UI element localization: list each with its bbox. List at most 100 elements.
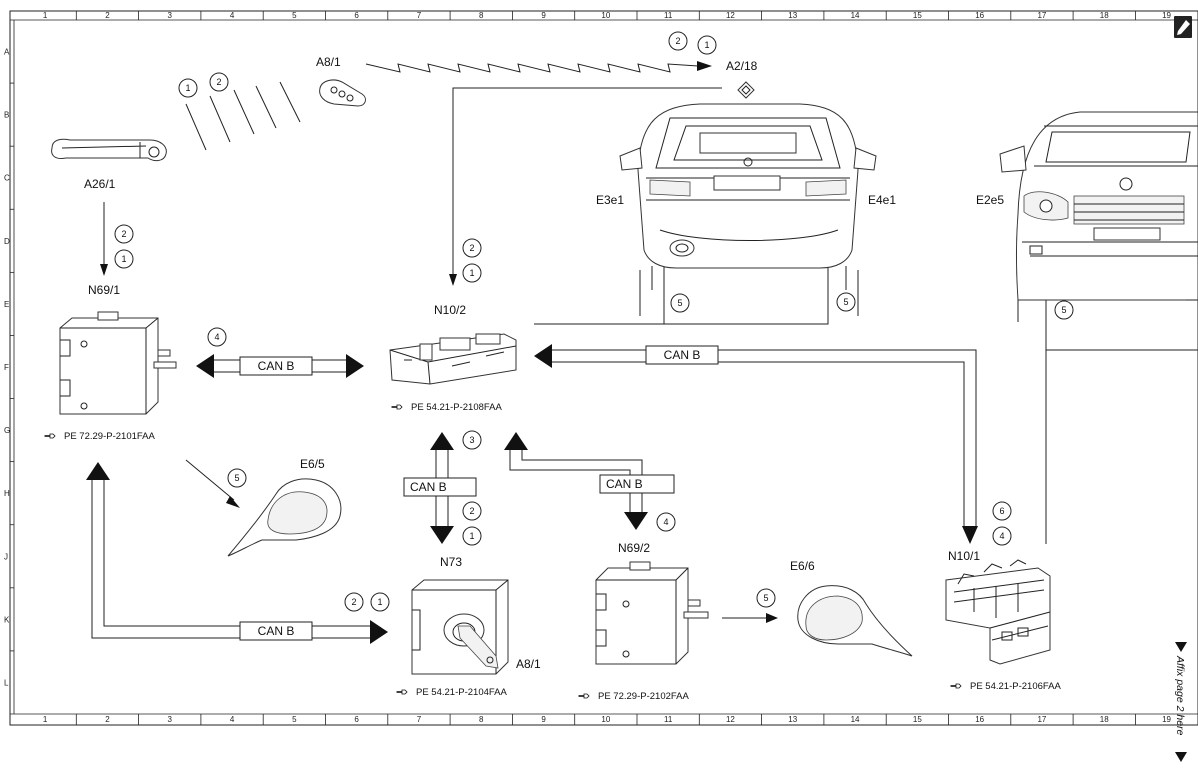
step-marker: 2 [462,238,482,258]
grid-row-label: F [4,363,9,372]
step-number: 1 [185,83,190,93]
grid-col-label: 16 [975,715,984,724]
step-number: 5 [843,297,848,307]
step-marker: 6 [992,501,1012,521]
grid-col-label: 15 [913,715,922,724]
step-number: 6 [999,506,1004,516]
grid-col-label: 9 [541,715,546,724]
grid-col-label: 13 [788,715,797,724]
grid-col-label: 10 [601,11,610,20]
grid-col-label: 11 [664,715,673,724]
grid-row-label: L [4,678,9,687]
can-bus-label-k: CAN B [258,624,295,638]
step-number: 1 [704,40,709,50]
mirror-e6-5 [227,478,342,557]
grid-row-label: H [4,489,10,498]
step-number: 5 [234,473,239,483]
grid-col-label: 12 [726,11,735,20]
grid-col-label: 6 [354,715,359,724]
step-marker: 1 [370,592,390,612]
receiver-a2-18 [737,81,755,99]
step-number: 5 [1061,305,1066,315]
grid-col-label: 13 [788,11,797,20]
grid-col-label: 14 [851,11,860,20]
step-marker: 2 [462,501,482,521]
grid-row-label: G [4,426,10,435]
grid-frame [9,10,1198,726]
step-marker: 5 [756,588,776,608]
step-marker: 1 [462,263,482,283]
key-fob-a8-1 [319,79,366,107]
step-number: 2 [675,36,680,46]
grid-col-label: 14 [851,715,860,724]
ref-n69-2: PE 72.29-P-2102FAA [577,691,689,702]
vehicle-rear-view [619,103,877,316]
door-handle-a26-1 [51,138,167,162]
grid-col-label: 12 [726,715,735,724]
mirror-e6-6 [797,585,913,657]
label-e2e5: E2e5 [976,193,1004,207]
grid-col-label: 1 [43,11,48,20]
pointer-hand-icon [395,689,408,695]
label-e6-5: E6/5 [300,457,325,471]
can-bus-n69-1-n73: CAN B [86,462,388,644]
ref-n73: PE 54.21-P-2104FAA [395,687,507,698]
grid-col-label: 15 [913,11,922,20]
pointer-hand-icon [390,404,403,410]
step-marker: 5 [1054,300,1074,320]
grid-row-label: A [4,48,10,57]
step-number: 5 [677,298,682,308]
step-marker: 4 [207,327,227,347]
label-e6-6: E6/6 [790,559,815,573]
step-number: 2 [469,243,474,253]
label-a2-18: A2/18 [726,59,758,73]
can-bus-n10-2-n69-2: CAN B [504,432,675,530]
step-marker: 3 [462,430,482,450]
grid-col-label: 4 [230,11,235,20]
ref-n69-1-text: PE 72.29-P-2101FAA [64,431,155,442]
label-e4e1: E4e1 [868,193,896,207]
grid-col-label: 4 [230,715,235,724]
step-marker: 2 [209,72,229,92]
grid-col-label: 3 [168,715,173,724]
step-number: 1 [469,531,474,541]
step-marker: 1 [178,78,198,98]
pen-tool-icon[interactable] [1174,16,1192,38]
step-number: 2 [469,506,474,516]
grid-col-label: 2 [105,11,110,20]
affix-note: Affix page 2 here [1174,642,1187,762]
label-n10-2: N10/2 [434,303,466,317]
grid-col-label: 8 [479,11,484,20]
step-number: 1 [469,268,474,278]
grid-col-label: 11 [664,11,673,20]
grid-col-label: 17 [1037,11,1046,20]
ref-n10-1: PE 54.21-P-2106FAA [949,681,1061,692]
step-number: 4 [663,517,668,527]
ref-n73-text: PE 54.21-P-2104FAA [416,687,507,698]
grid-row-label: B [4,111,9,120]
step-marker: 4 [656,512,676,532]
grid-col-label: 17 [1037,715,1046,724]
grid-row-label: D [4,237,10,246]
ref-n10-1-text: PE 54.21-P-2106FAA [970,681,1061,692]
pointer-hand-icon [949,683,962,689]
ref-n10-2-text: PE 54.21-P-2108FAA [411,402,502,413]
step-number: 4 [999,531,1004,541]
vehicle-front-view [999,111,1198,322]
step-number: 1 [377,597,382,607]
grid-col-label: 18 [1100,715,1109,724]
ref-n69-1: PE 72.29-P-2101FAA [43,431,155,442]
module-n10-1 [945,559,1051,665]
ignition-n73 [411,579,509,675]
grid-col-label: 19 [1162,11,1171,20]
label-n73: N73 [440,555,462,569]
grid-row-label: J [4,552,8,561]
grid-col-label: 5 [292,715,297,724]
grid-row-label: C [4,174,10,183]
step-number: 5 [763,593,768,603]
pointer-hand-icon [43,433,56,439]
grid-col-label: 10 [601,715,610,724]
step-marker: 1 [462,526,482,546]
can-bus-n10-2-n73: CAN B [403,432,477,544]
